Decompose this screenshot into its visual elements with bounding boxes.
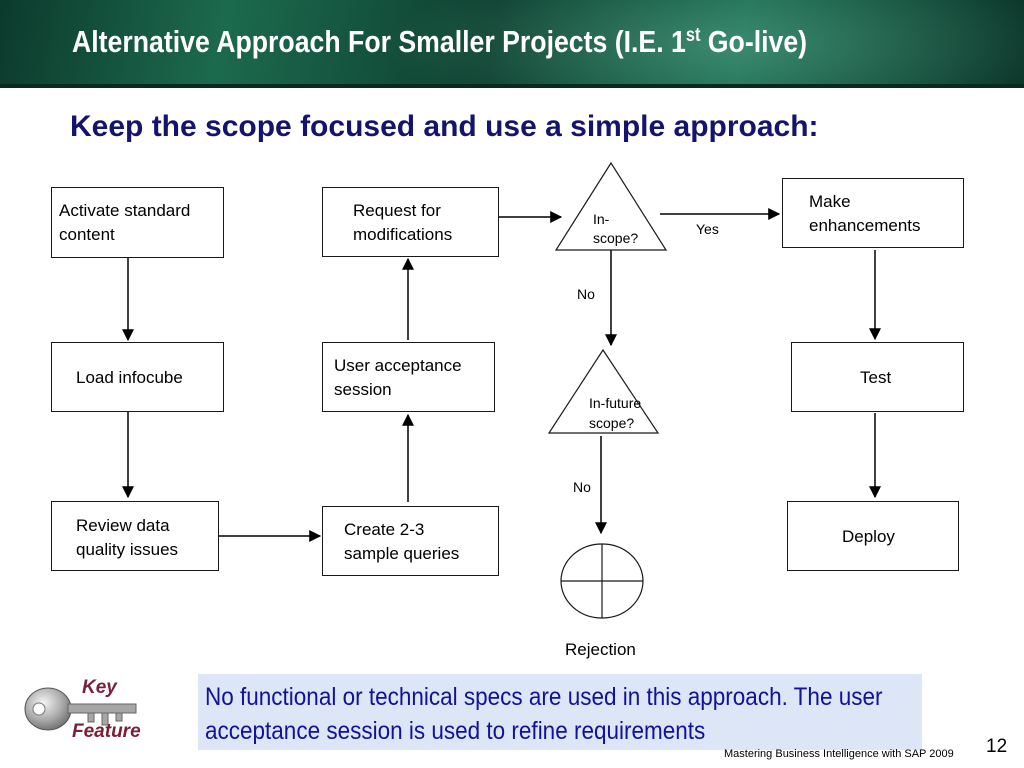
key-label: Key <box>82 677 117 698</box>
request-label-line2: modifications <box>353 225 453 244</box>
title-main: Alternative Approach For Smaller Project… <box>72 24 686 59</box>
title-superscript: st <box>685 25 701 46</box>
no-label-2: No <box>573 479 591 495</box>
deploy-box <box>787 501 959 571</box>
slide-title: Alternative Approach For Smaller Project… <box>72 24 807 60</box>
test-label: Test <box>860 368 892 387</box>
review-label-line2: quality issues <box>76 540 179 559</box>
load-infocube-label: Load infocube <box>76 368 183 387</box>
key-feature-note-box <box>198 674 922 750</box>
header-stripe <box>0 84 1024 88</box>
enhance-label-line2: enhancements <box>809 216 921 235</box>
rejection-label: Rejection <box>565 640 636 659</box>
create-label-line2: sample queries <box>344 544 460 563</box>
create-label-line1: Create 2-3 <box>344 520 425 539</box>
page-number: 12 <box>986 736 1008 757</box>
create-sample-queries-box <box>322 506 499 576</box>
yes-label: Yes <box>696 221 719 237</box>
uat-label-line2: session <box>334 380 392 399</box>
request-label-line1: Request for <box>353 201 441 220</box>
title-end: Go-live) <box>700 24 808 59</box>
feature-label: Feature <box>72 721 141 742</box>
inscope-decision-triangle <box>554 161 668 251</box>
header-band <box>0 0 1024 88</box>
infuture-label-line2: scope? <box>589 415 635 431</box>
header-glow <box>380 0 1024 88</box>
uat-label-line1: User acceptance <box>334 356 462 375</box>
test-box <box>791 342 964 412</box>
activate-label-line2: content <box>59 225 115 244</box>
note-line-1: No functional or technical specs are use… <box>205 683 883 711</box>
request-for-modifications-box <box>322 187 499 257</box>
activate-label-line1: Activate standard <box>59 201 191 220</box>
make-enhancements-box <box>782 178 964 248</box>
key-icon <box>24 687 137 731</box>
review-data-quality-box <box>51 501 219 571</box>
note-line-2: acceptance session is used to refine req… <box>205 717 706 745</box>
key-feature-note-text: No functional or technical specs are use… <box>205 680 882 748</box>
review-label-line1: Review data <box>76 516 170 535</box>
deploy-label: Deploy <box>842 527 895 546</box>
slide-subtitle: Keep the scope focused and use a simple … <box>70 110 819 143</box>
inscope-label-line1: In- <box>593 211 610 227</box>
no-label-1: No <box>577 286 595 302</box>
load-infocube-box <box>51 342 224 412</box>
inscope-label-line2: scope? <box>593 230 639 246</box>
infuture-decision-triangle <box>547 348 660 434</box>
enhance-label-line1: Make <box>809 192 851 211</box>
footer-text: Mastering Business Intelligence with SAP… <box>724 748 954 760</box>
user-acceptance-session-box <box>322 342 495 412</box>
activate-standard-content-box <box>51 187 224 258</box>
infuture-label-line1: In-future <box>589 395 642 411</box>
